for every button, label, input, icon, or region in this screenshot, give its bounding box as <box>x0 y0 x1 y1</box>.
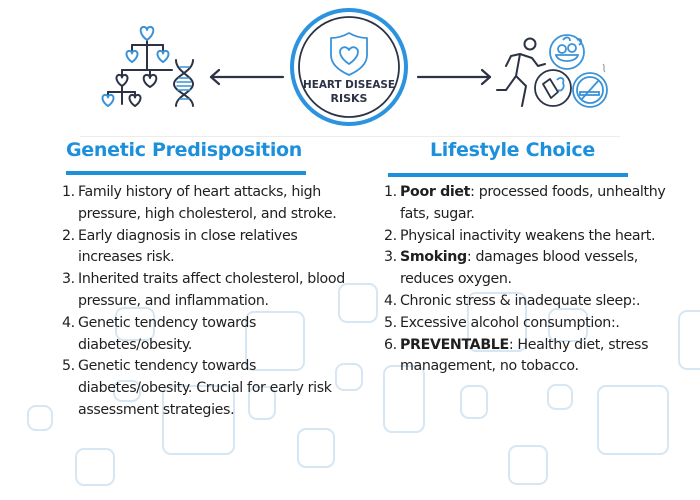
item-number: 3. <box>62 271 75 288</box>
header-illustration: HEART DISEASE RISKS <box>101 8 608 126</box>
decor-square <box>75 448 115 486</box>
list-item: 4.Genetic tendency towards diabetes/obes… <box>56 313 346 357</box>
lifestyle-choice-section: Lifestyle Choice 1.Poor diet: processed … <box>378 136 668 374</box>
decor-square <box>245 311 305 371</box>
decor-square <box>113 380 141 402</box>
genetic-title-underline <box>66 171 306 175</box>
lifestyle-title-underline <box>388 173 628 177</box>
decor-square <box>335 363 363 391</box>
decor-square <box>383 365 425 433</box>
list-item: 4.Chronic stress & inadequate sleep:. <box>378 291 668 313</box>
item-text: Physical inactivity weakens the heart. <box>400 227 656 244</box>
decor-square <box>548 308 588 342</box>
genetic-predisposition-title: Genetic Predisposition <box>66 139 303 161</box>
heart-disease-risks-badge: HEART DISEASE RISKS <box>290 8 408 126</box>
item-text: Chronic stress & inadequate sleep:. <box>400 292 641 309</box>
runner-icon <box>496 37 546 107</box>
item-text: : Healthy diet, stress management, no to… <box>400 336 649 375</box>
no-smoking-icon <box>572 63 608 108</box>
healthy-food-icon <box>549 34 585 70</box>
item-text: Excessive alcohol consumption:. <box>400 314 620 331</box>
list-item: 2.Early diagnosis in close relatives inc… <box>56 226 346 270</box>
item-number: 2. <box>384 227 397 244</box>
dna-icon <box>172 59 195 107</box>
item-number: 1. <box>62 184 75 200</box>
item-number: 2. <box>62 227 75 244</box>
divider-line <box>80 136 620 137</box>
list-item: 1.Poor diet: processed foods, unhealthy … <box>378 182 668 226</box>
item-number: 1. <box>384 184 397 200</box>
arrow-left-icon <box>209 68 285 86</box>
decor-square <box>508 445 548 485</box>
decor-square <box>297 428 335 468</box>
decor-square <box>115 307 155 341</box>
lifestyle-list: 1.Poor diet: processed foods, unhealthy … <box>378 182 668 378</box>
arrow-right-icon <box>416 68 492 86</box>
decor-square <box>547 384 573 410</box>
list-item: 1.Family history of heart attacks, high … <box>56 182 346 226</box>
decor-square <box>27 405 53 431</box>
heart-shield-icon <box>330 32 368 76</box>
item-number: 3. <box>384 249 397 266</box>
list-item: 3.Smoking: damages blood vessels, reduce… <box>378 247 668 291</box>
item-number: 4. <box>62 314 75 331</box>
item-bold-term: PREVENTABLE <box>400 336 509 353</box>
decor-square <box>338 283 378 323</box>
lifestyle-choice-title: Lifestyle Choice <box>430 139 595 161</box>
item-text: : damages blood vessels, reduces oxygen. <box>400 249 638 288</box>
no-junk-food-icon <box>534 69 572 107</box>
item-bold-term: Poor diet <box>400 184 471 200</box>
item-text: : processed foods, unhealthy fats, sugar… <box>400 184 666 222</box>
item-text: Genetic tendency towards diabetes/obesit… <box>78 314 257 353</box>
genetic-list: 1.Family history of heart attacks, high … <box>56 182 346 422</box>
badge-title-line1: HEART DISEASE <box>303 78 395 91</box>
item-number: 6. <box>384 336 397 353</box>
item-text: Genetic tendency towards diabetes/obesit… <box>78 358 332 418</box>
list-item: 5.Excessive alcohol consumption:. <box>378 313 668 335</box>
item-number: 5. <box>62 358 75 375</box>
decor-square <box>467 292 527 352</box>
decor-square <box>162 385 235 455</box>
decor-square <box>678 310 700 370</box>
badge-title-line2: RISKS <box>331 92 368 105</box>
decor-square <box>248 386 276 420</box>
decor-square <box>597 385 669 455</box>
decor-square <box>460 385 488 419</box>
item-number: 5. <box>384 314 397 331</box>
list-item: 6.PREVENTABLE: Healthy diet, stress mana… <box>378 335 668 379</box>
list-item: 5.Genetic tendency towards diabetes/obes… <box>56 356 346 421</box>
family-tree-hearts-icon <box>101 25 173 107</box>
item-text: Early diagnosis in close relatives incre… <box>78 227 298 266</box>
item-bold-term: Smoking <box>400 249 467 266</box>
item-text: Family history of heart attacks, high pr… <box>78 184 337 222</box>
item-text: Inherited traits affect cholesterol, blo… <box>78 271 345 309</box>
genetic-predisposition-section: Genetic Predisposition 1.Family history … <box>56 136 346 418</box>
list-item: 3.Inherited traits affect cholesterol, b… <box>56 269 346 313</box>
list-item: 2.Physical inactivity weakens the heart. <box>378 226 668 248</box>
item-number: 4. <box>384 292 397 309</box>
